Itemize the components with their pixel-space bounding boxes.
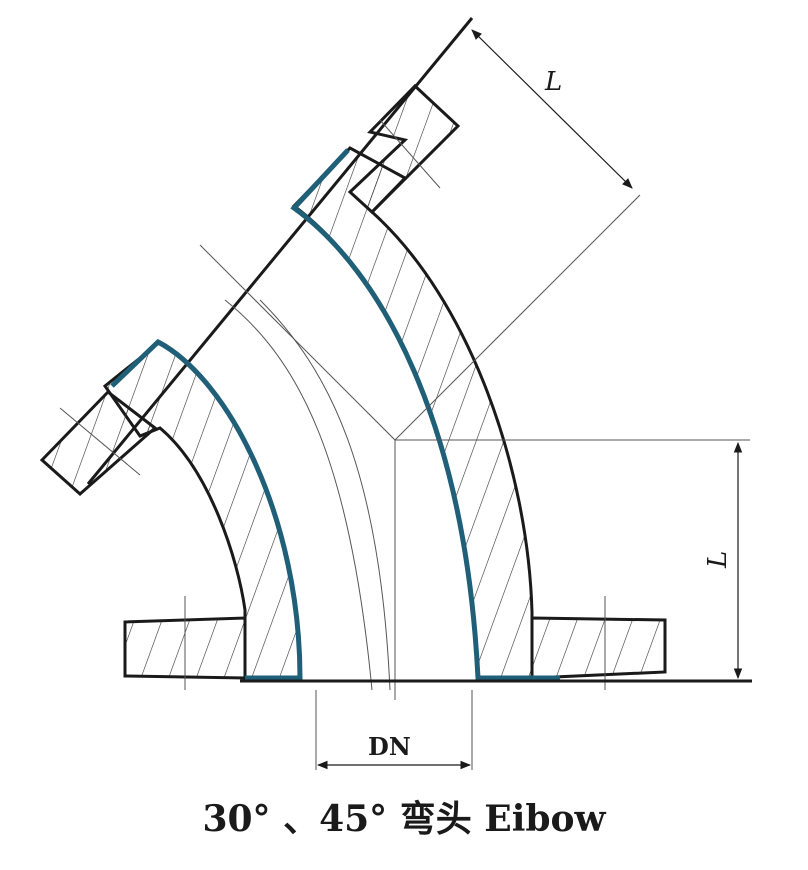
top-face-line (86, 17, 474, 485)
dim-label-dn: DN (368, 732, 411, 761)
top-flange (347, 83, 461, 215)
dim-label-side-L: L (703, 551, 733, 569)
lining-inner (110, 338, 303, 681)
dim-label-top-L: L (544, 67, 562, 97)
dim-line-top (471, 29, 633, 189)
left-flange (39, 389, 158, 497)
elbow-outer-wall (291, 146, 534, 680)
diagram-caption: 30° 、45° 弯头 Eibow (202, 798, 606, 840)
construction-lines (59, 119, 750, 770)
bottom-flange-right (530, 616, 667, 680)
lining-outer (290, 148, 560, 681)
